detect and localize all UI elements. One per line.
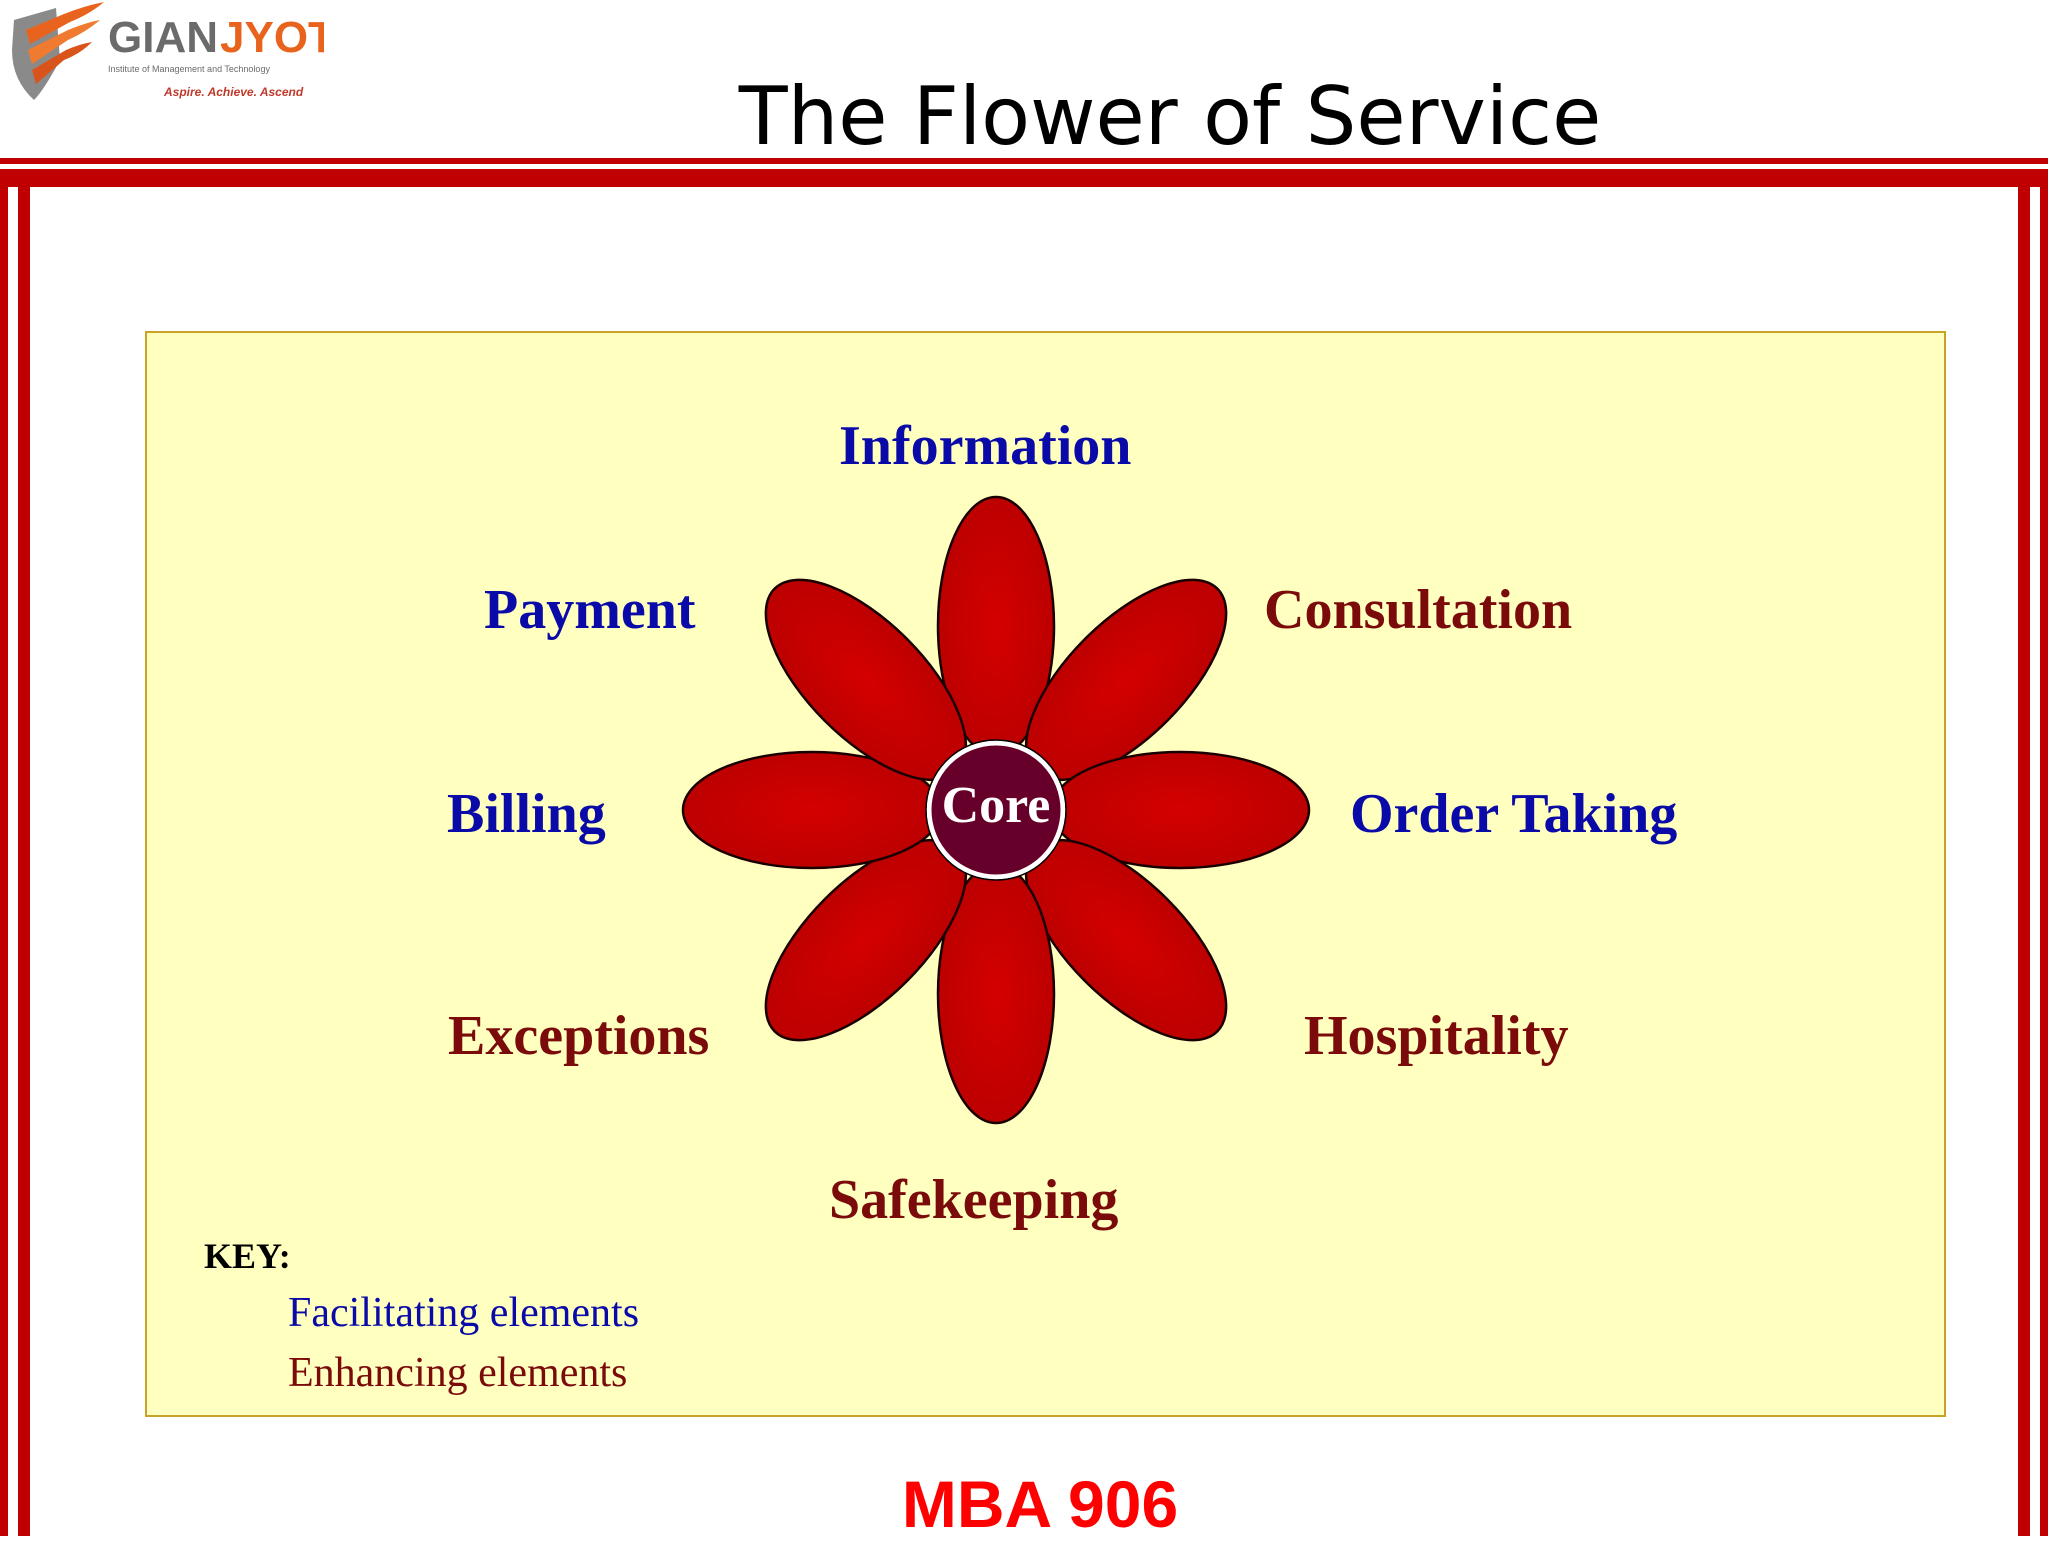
label-hospitality: Hospitality [1304, 1005, 1569, 1067]
label-billing: Billing [447, 783, 606, 845]
header-rule-thin [0, 158, 2048, 164]
footer-course-code: MBA 906 [901, 1467, 1179, 1541]
key-enhancing: Enhancing elements [288, 1350, 628, 1396]
label-payment: Payment [484, 579, 696, 641]
slide-title: The Flower of Service [738, 70, 1602, 163]
label-consultation: Consultation [1264, 579, 1573, 641]
left-border-outer [0, 187, 8, 1536]
petals-group [681, 495, 1311, 1125]
core-circle-outline [925, 739, 1067, 881]
logo-brand-part1: GIAN [108, 13, 218, 62]
label-safekeeping: Safekeeping [829, 1169, 1119, 1231]
core-label: Core [942, 777, 1051, 834]
key-heading: KEY: [204, 1236, 291, 1276]
logo-tagline: Aspire. Achieve. Ascend [163, 85, 304, 99]
right-border-inner [2018, 187, 2030, 1536]
label-exceptions: Exceptions [448, 1005, 710, 1067]
key-facilitating: Facilitating elements [288, 1290, 640, 1336]
logo-subtitle: Institute of Management and Technology [108, 64, 270, 74]
right-border-outer [2040, 187, 2048, 1536]
header-rule-thick [0, 169, 2048, 187]
core-circle [926, 740, 1066, 880]
label-information: Information [839, 415, 1132, 477]
label-order-taking: Order Taking [1350, 783, 1678, 845]
shield-wing-icon [12, 2, 104, 100]
left-border-inner [18, 187, 30, 1536]
